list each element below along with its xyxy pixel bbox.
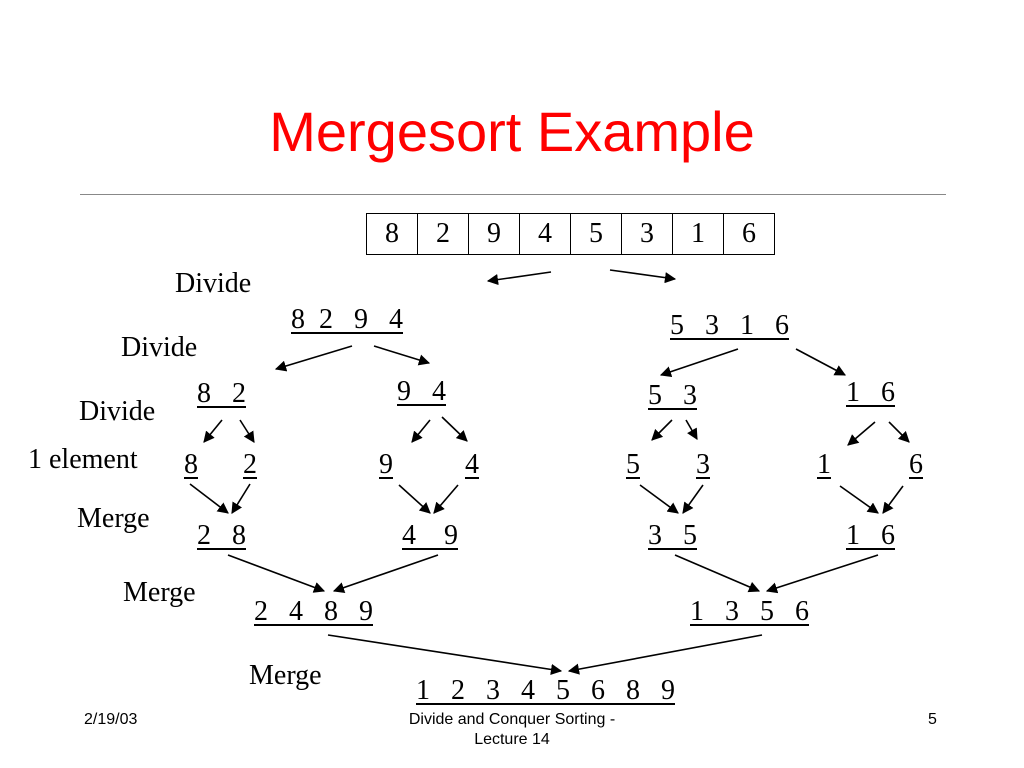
node-leaf: 6 (909, 449, 923, 480)
arrow-line (411, 419, 431, 443)
node-merged-pair: 3 5 (648, 520, 697, 551)
node-leaf: 2 (243, 449, 257, 480)
arrow-line (373, 345, 431, 366)
arrow-line (327, 634, 563, 675)
node-merged-half: 2 4 8 9 (254, 596, 373, 627)
node-sorted-result: 1 2 3 4 5 6 8 9 (416, 675, 675, 706)
node-leaf: 4 (465, 449, 479, 480)
node-leaf: 1 (817, 449, 831, 480)
footer-title-line: Divide and Conquer Sorting - (408, 711, 616, 728)
node-pair: 9 4 (397, 376, 446, 407)
footer-title: Divide and Conquer Sorting - Lecture 14 (362, 710, 662, 750)
arrow-line (839, 485, 879, 514)
arrow-line (332, 554, 439, 593)
arrow-line (433, 484, 459, 514)
arrow-line (189, 483, 229, 514)
arrow-line (609, 269, 677, 284)
step-label-divide: Divide (175, 268, 252, 299)
node-pair: 1 6 (846, 377, 895, 408)
arrow-line (398, 484, 431, 514)
arrow-line (486, 271, 552, 286)
node-merged-pair: 1 6 (846, 520, 895, 551)
arrow-line (239, 419, 255, 443)
node-pair: 8 2 (197, 378, 246, 409)
node-merged-pair: 4 9 (402, 520, 458, 551)
footer-title-line: Lecture 14 (474, 731, 550, 748)
node-divide-left: 8 2 9 4 (291, 304, 403, 335)
node-leaf: 8 (184, 449, 198, 480)
array-cell: 1 (672, 213, 724, 255)
node-pair: 5 3 (648, 380, 697, 411)
arrow-line (274, 345, 353, 372)
array-cell: 6 (723, 213, 775, 255)
arrow-line (227, 554, 326, 593)
step-label-divide: Divide (121, 332, 198, 363)
node-merged-half: 1 3 5 6 (690, 596, 809, 627)
array-cell: 4 (519, 213, 571, 255)
title-divider (80, 194, 946, 195)
array-cell: 3 (621, 213, 673, 255)
step-label-divide: Divide (79, 396, 156, 427)
arrow-line (888, 421, 910, 443)
node-divide-right: 5 3 1 6 (670, 310, 789, 341)
step-label-merge: Merge (249, 660, 322, 691)
arrow-line (685, 419, 698, 440)
array-cell: 8 (366, 213, 418, 255)
array-cell: 5 (570, 213, 622, 255)
arrow-line (659, 348, 739, 378)
step-label-merge: Merge (123, 577, 196, 608)
arrow-line (882, 485, 904, 514)
arrow-line (639, 484, 679, 514)
arrow-line (231, 483, 251, 514)
arrow-line (651, 419, 673, 441)
array-cell: 9 (468, 213, 520, 255)
footer-date: 2/19/03 (84, 711, 138, 728)
arrow-line (795, 348, 846, 376)
slide-title: Mergesort Example (269, 100, 755, 163)
step-label-merge: Merge (77, 503, 150, 534)
arrow-line (567, 634, 763, 675)
node-leaf: 5 (626, 449, 640, 480)
arrow-line (682, 484, 704, 514)
arrow-line (765, 554, 879, 594)
page-number: 5 (928, 711, 937, 728)
arrow-line (441, 416, 468, 442)
arrow-line (847, 421, 876, 446)
arrow-line (203, 419, 223, 443)
arrow-line (674, 554, 761, 593)
node-leaf: 3 (696, 449, 710, 480)
node-leaf: 9 (379, 449, 393, 480)
step-label-one-element: 1 element (28, 444, 138, 475)
node-merged-pair: 2 8 (197, 520, 246, 551)
